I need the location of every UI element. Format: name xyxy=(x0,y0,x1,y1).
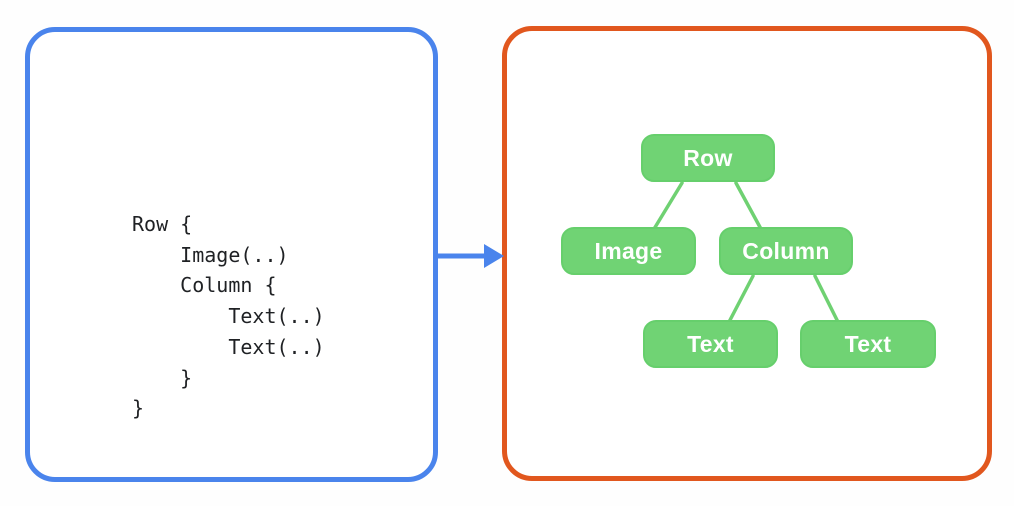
tree-node-label: Text xyxy=(844,330,892,357)
tree-node-text-1: Text xyxy=(643,320,778,368)
tree-node-label: Column xyxy=(742,237,830,264)
tree-node-label: Row xyxy=(683,144,733,171)
tree-node-image: Image xyxy=(561,227,696,275)
tree-node-label: Text xyxy=(687,330,734,357)
code-block: Row { Image(..) Column { Text(..) Text(.… xyxy=(132,212,325,421)
tree-node-text-2: Text xyxy=(800,320,936,368)
code-panel: Row { Image(..) Column { Text(..) Text(.… xyxy=(25,27,438,482)
tree-node-row: Row xyxy=(641,134,775,182)
tree-node-column: Column xyxy=(719,227,853,275)
flow-arrow-icon xyxy=(436,244,504,268)
tree-node-label: Image xyxy=(594,237,663,264)
